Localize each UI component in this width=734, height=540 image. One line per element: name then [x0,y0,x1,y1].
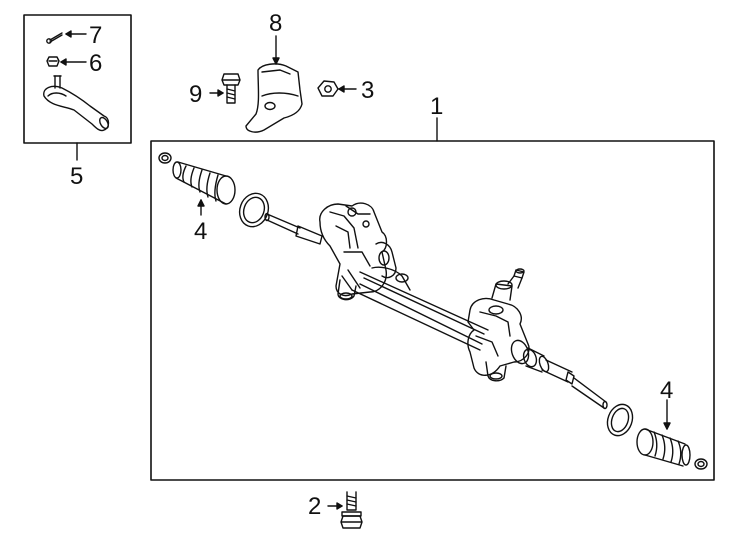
callout-7: 7 [89,22,102,49]
boot-clamp-right [694,458,708,470]
mounting-bracket-part [245,63,303,133]
callout-6: 6 [89,50,102,77]
callout-leaders-main [197,199,671,430]
callout-4-left: 4 [194,218,207,245]
castle-nut-part [46,56,60,67]
bolt-part-2 [340,491,363,529]
boot-left-part [172,161,236,205]
cotter-pin-part [46,32,63,44]
inner-tie-rod-left [264,212,323,245]
callout-leaders-bottom [327,502,343,510]
boot-right-part [636,428,691,467]
callout-1: 1 [430,93,443,120]
callout-8: 8 [269,10,282,37]
callout-4-right: 4 [660,377,673,404]
bolt-part-9 [221,73,241,104]
boot-band-right [606,403,634,437]
inner-tie-rod-right [541,359,608,410]
flange-nut-part-3 [317,80,339,97]
callout-leaders-inset [60,30,87,161]
callout-9: 9 [189,81,202,108]
tie-rod-end-part [43,75,110,132]
steering-gear-assembly-box [150,140,715,481]
boot-clamp-left [158,152,172,164]
callout-2: 2 [308,493,321,520]
boot-band-left [238,192,270,228]
callout-leaders-top [209,35,438,142]
callout-3: 3 [361,77,374,104]
callout-5: 5 [70,163,83,190]
steering-rack-housing [319,202,550,382]
